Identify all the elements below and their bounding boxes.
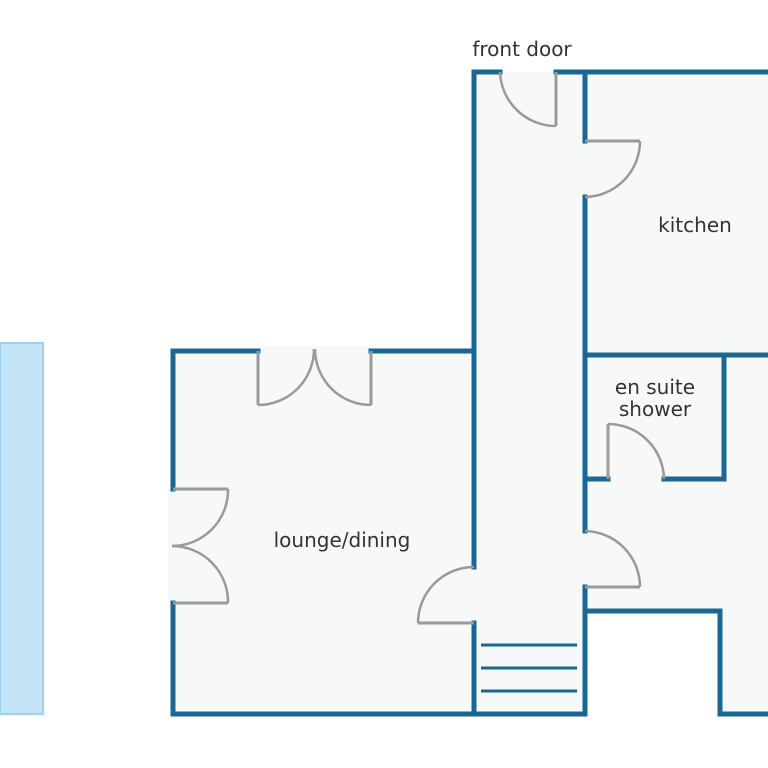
door-arc [171,488,230,548]
bedroom-bottom-wall [582,608,768,717]
label-front-door: front door [472,37,572,61]
hallway-floor [474,72,585,714]
kitchen-door-swing [584,139,642,199]
label-kitchen: kitchen [658,213,732,237]
walls [170,69,768,717]
front-door-swing [498,71,558,128]
lounge-french-doors-side [171,487,230,605]
door-arc [171,544,230,604]
door-arc [498,71,557,128]
hallway-left-wall [471,69,503,354]
outdoor-area [0,342,44,715]
kitchen-floor [585,72,768,355]
bedroom-lower-floor [720,611,768,714]
label-en-suite-line2: shower [619,397,692,421]
door-arc [607,422,666,480]
bedroom-door-swing [584,529,642,589]
door-arc [257,348,316,407]
room-labels: front door kitchen en suite shower loung… [274,37,732,552]
door-arc [416,565,475,624]
label-en-suite-line1: en suite [615,375,695,399]
bedroom-floor [585,355,768,611]
lounge-top-wall-left [170,348,261,492]
lounge-door-swing [416,565,475,625]
en-suite-right-wall [661,352,727,482]
door-arc [313,348,372,407]
doors [171,71,666,625]
lounge-french-doors-top [256,348,373,407]
floor-fills [168,72,768,714]
door-arc [584,529,642,588]
en-suite-door-swing [606,422,666,480]
lounge-floor [173,351,474,714]
door-arc [584,140,642,199]
stairs [481,643,577,693]
label-lounge-dining: lounge/dining [274,528,411,552]
